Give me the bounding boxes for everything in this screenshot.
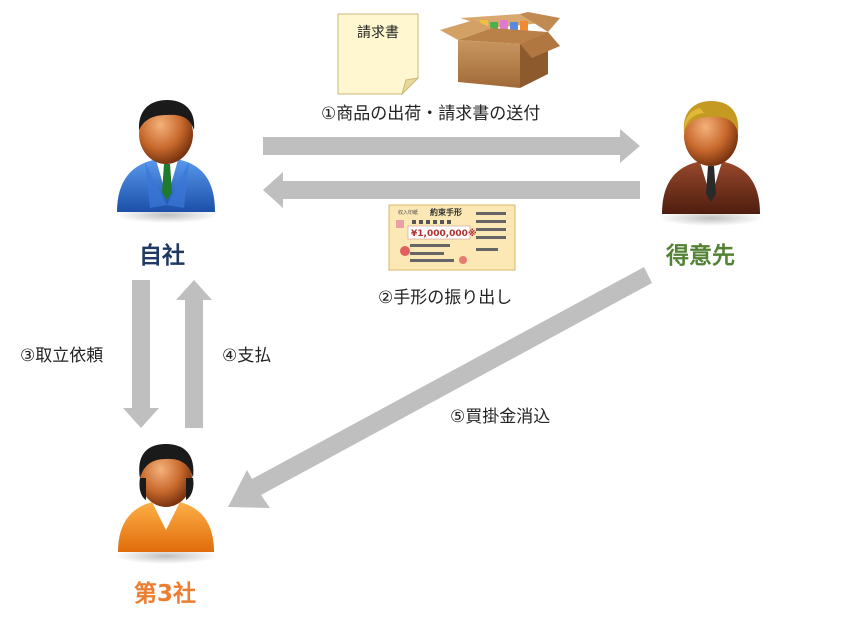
note-amount: ¥1,000,000※ bbox=[411, 228, 477, 239]
promissory-note: 収入印紙 約束手形 ¥1,000,000※ bbox=[388, 204, 516, 271]
invoice-document: 請求書 bbox=[337, 13, 420, 96]
self-person-icon bbox=[115, 100, 219, 223]
step-5-label: ⑤買掛金消込 bbox=[450, 407, 551, 427]
third-party-label: 第3社 bbox=[134, 581, 197, 607]
cardboard-box-icon bbox=[440, 12, 560, 88]
arrow-note-left bbox=[263, 172, 640, 208]
invoice-label: 請求書 bbox=[357, 25, 399, 41]
step-1-label: ①商品の出荷・請求書の送付 bbox=[321, 104, 541, 124]
step-4-label: ④支払 bbox=[222, 346, 272, 366]
client-person-icon bbox=[659, 101, 763, 226]
arrow-collection-down bbox=[123, 280, 159, 428]
step-3-label: ③取立依頼 bbox=[20, 346, 104, 366]
third-person-icon bbox=[114, 444, 218, 564]
arrow-payable-diagonal bbox=[228, 267, 652, 508]
self-party-label: 自社 bbox=[139, 243, 185, 269]
note-stamp: 収入印紙 bbox=[398, 209, 418, 216]
arrows bbox=[123, 129, 652, 508]
arrow-shipment-right bbox=[263, 129, 640, 163]
client-party-label: 得意先 bbox=[666, 243, 735, 269]
note-title: 約束手形 bbox=[430, 207, 462, 217]
arrow-payment-up bbox=[176, 280, 212, 428]
step-2-label: ②手形の振り出し bbox=[378, 288, 513, 308]
